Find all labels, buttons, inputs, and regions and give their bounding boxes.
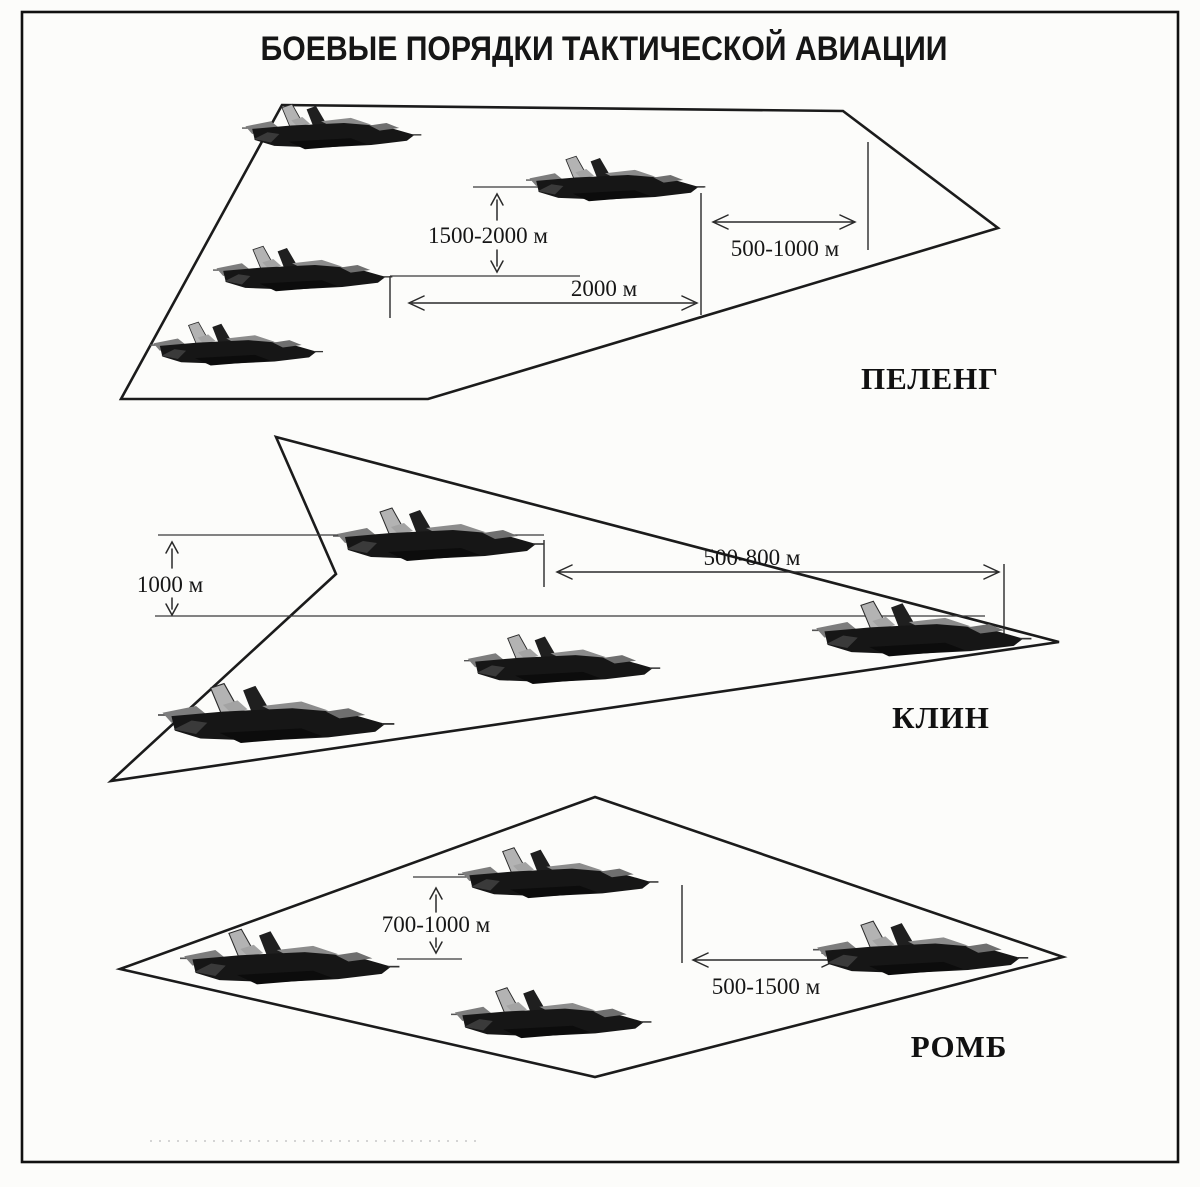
- romb-vertical-down-arrow: [429, 937, 443, 955]
- formation-klin: 1000 м 500-800 м КЛИН: [107, 435, 1060, 783]
- klin-vertical-spacing-label: 1000 м: [137, 572, 204, 597]
- fighter-jet-icon: [149, 321, 324, 367]
- page-border-frame: [20, 10, 1180, 1164]
- romb-interval-arrow: [691, 952, 839, 968]
- romb-outline: [115, 795, 1068, 1079]
- fighter-jet-icon: [212, 245, 394, 292]
- romb-vertical-up-arrow: [429, 886, 443, 913]
- klin-name-label: КЛИН: [892, 700, 990, 735]
- peleng-vertical-spacing-label: 1500-2000 м: [428, 223, 548, 248]
- diagram-title: БОЕВЫЕ ПОРЯДКИ ТАКТИЧЕСКОЙ АВИАЦИИ: [261, 29, 948, 68]
- romb-vertical-spacing-label: 700-1000 м: [382, 912, 491, 937]
- klin-interval-arrow: [555, 564, 1001, 580]
- fighter-jet-icon: [450, 986, 653, 1039]
- peleng-vertical-up-arrow: [490, 192, 504, 221]
- fighter-jet-icon: [179, 928, 401, 986]
- klin-vertical-up-arrow: [165, 540, 179, 569]
- fighter-jet-icon: [332, 507, 545, 562]
- romb-interval-label: 500-1500 м: [712, 974, 821, 999]
- peleng-name-label: ПЕЛЕНГ: [861, 361, 999, 396]
- fighter-jet-icon: [457, 846, 660, 899]
- klin-vertical-down-arrow: [165, 597, 179, 617]
- peleng-outline: [118, 103, 1001, 401]
- fighter-jet-icon: [525, 155, 707, 202]
- klin-interval-label: 500-800 м: [704, 545, 801, 570]
- formation-romb: 700-1000 м 500-1500 м РОМБ: [115, 795, 1068, 1079]
- peleng-depth-arrow: [407, 295, 699, 311]
- peleng-interval-label: 500-1000 м: [731, 236, 840, 261]
- fighter-jet-icon: [241, 103, 423, 150]
- peleng-interval-arrow: [711, 214, 857, 230]
- peleng-depth-label: 2000 м: [571, 276, 638, 301]
- formation-peleng: 1500-2000 м 2000 м 500-1000 м ПЕЛЕНГ: [118, 103, 1001, 401]
- peleng-vertical-down-arrow: [490, 249, 504, 274]
- fighter-jet-icon: [463, 633, 661, 685]
- fighter-jet-icon: [811, 600, 1033, 658]
- fighter-jet-icon: [157, 682, 396, 744]
- romb-name-label: РОМБ: [911, 1029, 1008, 1064]
- klin-outline: [107, 435, 1060, 783]
- fighter-jet-icon: [812, 920, 1030, 976]
